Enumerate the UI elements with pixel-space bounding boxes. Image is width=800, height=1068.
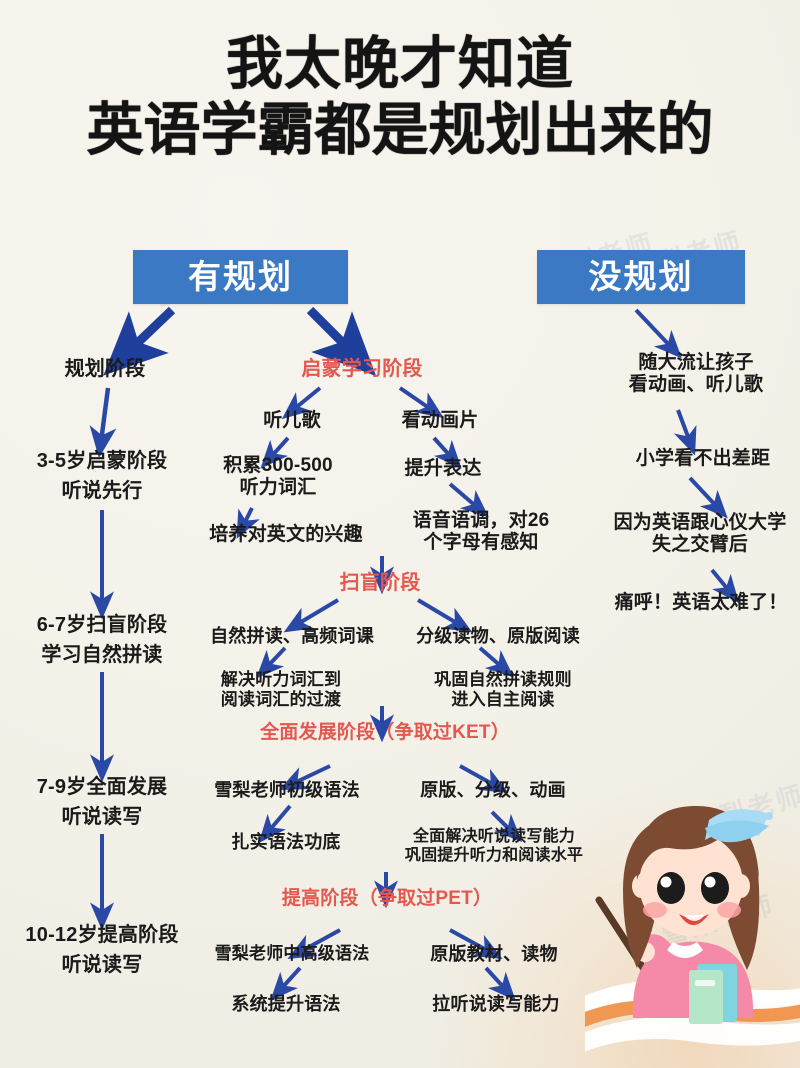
arrow-right-step3-to-step4 (710, 568, 740, 604)
face (639, 832, 743, 936)
arrow-p3-left1-to-left2 (258, 804, 292, 843)
title-line-1: 我太晚才知道 (226, 31, 574, 97)
arrow-right-step1-to-step2 (673, 409, 697, 456)
phase-2-right-1: 分级读物、原版阅读 (416, 626, 580, 646)
arrow-p4-right1-to-right2 (484, 966, 516, 1001)
eye-left (657, 872, 685, 904)
title-line-2: 英语学霸都是规划出来的 (86, 97, 714, 164)
right-step-3: 因为英语跟心仪大学 失之交臂后 (613, 512, 787, 556)
cheek-left (643, 902, 667, 918)
phase-4-right-2: 拉听说读写能力 (432, 994, 560, 1014)
hair-back (623, 813, 760, 970)
book-icon (689, 964, 737, 1024)
watermark: 雪梨老师 (658, 889, 779, 951)
book-stack-icon (575, 979, 800, 1056)
left-stage-2-line2: 学习自然拼读 (41, 644, 163, 666)
arrow-p1-right1-to-right2 (432, 436, 462, 469)
mouth (679, 914, 709, 925)
left-stage-3-line1: 7-9岁全面发展 (36, 776, 168, 798)
phase-1-left-2: 积累300-500 听力词汇 (223, 455, 333, 499)
phase-4-right-1: 原版教材、读物 (430, 944, 558, 964)
cartoon-teacher-girl-illustration (575, 768, 800, 1068)
arrow-planned-to-left (103, 306, 176, 376)
arrow-p4-left1-to-left2 (270, 966, 302, 1001)
left-stage-4-line1: 10-12岁提高阶段 (25, 924, 179, 946)
phase-1-left-3: 培养对英文的兴趣 (209, 524, 363, 545)
left-heading: 规划阶段 (64, 358, 146, 380)
poster-title: 我太晚才知道 英语学霸都是规划出来的 (0, 34, 800, 161)
phase-1-left-1: 听儿歌 (263, 410, 321, 431)
phase-3-left-1: 雪梨老师初级语法 (214, 780, 360, 800)
header-box-unplanned[interactable]: 没规划 (537, 250, 745, 304)
left-stage-3-line2: 听说读写 (61, 806, 143, 828)
arrow-planned-to-middle (306, 306, 377, 377)
header-box-planned[interactable]: 有规划 (133, 250, 348, 304)
arrow-right-step2-to-step3 (688, 476, 728, 519)
shirt (632, 941, 754, 1018)
arrow-p1-right2-to-right3 (448, 482, 489, 518)
phase-2-left-2: 解决听力词汇到 阅读词汇的过渡 (220, 670, 342, 710)
ear-right (732, 874, 750, 898)
arrow-p2-left1-to-left2 (256, 646, 287, 679)
arrow-p1-to-right1 (398, 386, 444, 419)
arrow-p2-to-left1 (283, 598, 340, 633)
graduation-cap-icon (705, 809, 773, 843)
phase-3-right-2: 全面解决听说读写能力 巩固提升听力和阅读水平 (404, 828, 584, 864)
eye-right (701, 872, 729, 904)
arrow-p2-to-right1 (416, 598, 473, 633)
cheek-right (717, 902, 741, 918)
watermark: 雪梨老师 (688, 779, 800, 841)
phase-4-left-1: 雪梨老师中高级语法 (214, 944, 370, 963)
phase-3-title: 全面发展阶段（争取过KET） (260, 722, 510, 743)
phase-2-right-2: 巩固自然拼读规则 进入自主阅读 (434, 670, 572, 710)
arrow-unplanned-to-step1 (634, 308, 682, 359)
phase-2-title: 扫盲阶段 (339, 572, 421, 594)
phase-2-left-1: 自然拼读、高频词课 (210, 626, 374, 646)
phase-1-title: 启蒙学习阶段 (301, 358, 423, 380)
ear-left (632, 874, 650, 898)
girl-svg (575, 805, 800, 1056)
left-stage-4-line2: 听说读写 (61, 954, 143, 976)
right-step-1: 随大流让孩子 看动画、听儿歌 (628, 352, 764, 396)
left-stage-1-line1: 3-5岁启蒙阶段 (36, 450, 168, 472)
hair-bangs (636, 805, 759, 880)
hand (635, 942, 655, 962)
arrow-p1-to-left1 (281, 386, 322, 420)
collar (667, 942, 703, 958)
eye-right-highlight (704, 876, 716, 888)
left-stage-2-line1: 6-7岁扫盲阶段 (36, 614, 168, 636)
phase-4-left-2: 系统提升语法 (231, 994, 341, 1014)
right-step-4: 痛呼！英语太难了！ (614, 592, 788, 613)
right-step-2: 小学看不出差距 (635, 448, 771, 469)
phase-3-left-2: 扎实语法功底 (231, 832, 341, 852)
arrow-left-heading-to-stage1 (89, 387, 117, 459)
phase-1-right-2: 提升表达 (404, 458, 482, 479)
phase-1-right-3: 语音语调，对26 个字母有感知 (412, 510, 550, 554)
phase-4-title: 提高阶段（争取过PET） (281, 888, 493, 909)
left-stage-1-line2: 听说先行 (61, 480, 143, 502)
warm-glow-decoration (440, 778, 800, 1068)
phase-1-right-1: 看动画片 (401, 410, 479, 431)
teeth (683, 915, 705, 921)
phase-3-right-1: 原版、分级、动画 (420, 780, 566, 800)
raised-arm (640, 934, 677, 970)
eye-left-highlight (660, 876, 672, 888)
pointer-stick-icon (595, 896, 651, 978)
arrow-p2-right1-to-right2 (478, 646, 514, 678)
